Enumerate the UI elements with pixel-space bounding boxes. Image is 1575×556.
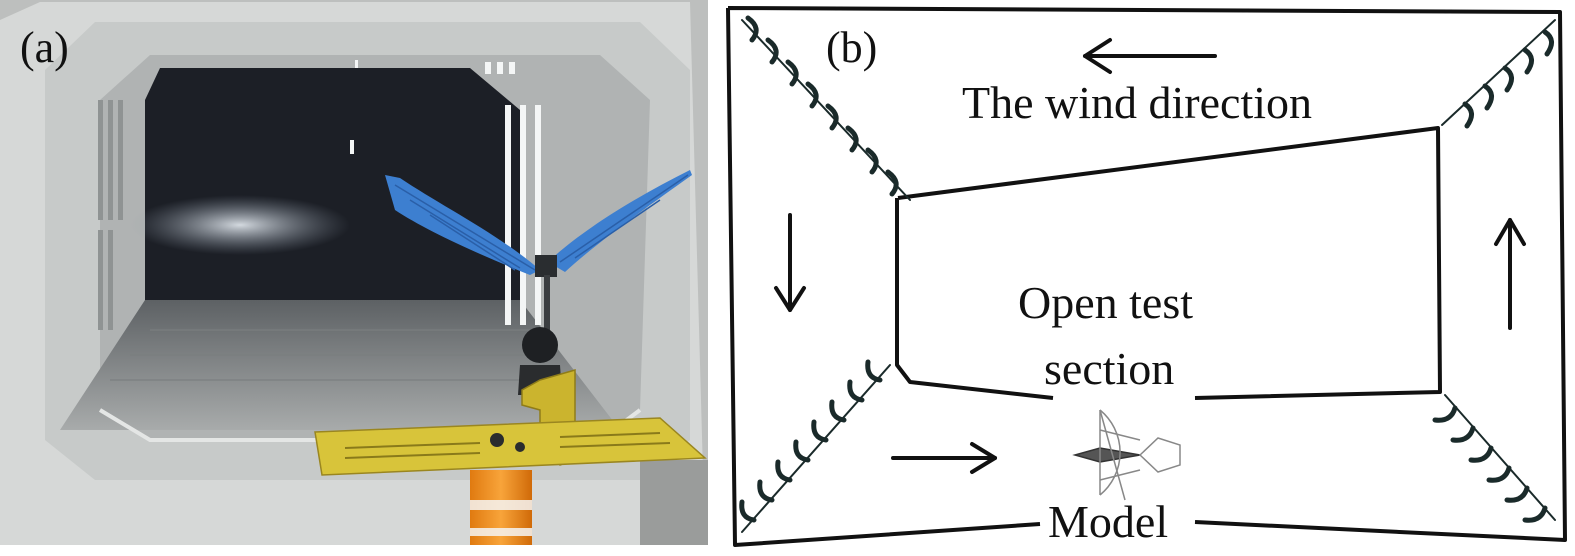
outer-duct xyxy=(726,6,1567,547)
turning-vanes-top-right xyxy=(1441,19,1556,129)
model-pictogram xyxy=(1072,409,1181,501)
test-rig xyxy=(314,369,707,545)
motor xyxy=(522,327,558,363)
wall-lights xyxy=(350,60,541,325)
plate-bolt xyxy=(515,442,525,452)
mount-plate xyxy=(314,417,707,476)
diagram-background xyxy=(713,0,1575,556)
model-rod xyxy=(544,275,550,335)
turning-vanes-bottom-right xyxy=(1432,394,1556,523)
room-right xyxy=(640,460,708,545)
tunnel-interior xyxy=(145,68,520,315)
plate-bolt xyxy=(490,433,504,447)
inner-loop xyxy=(895,126,1442,400)
panel-b-label: (b) xyxy=(826,23,877,72)
post-band xyxy=(470,500,532,510)
test-section-label-line2: section xyxy=(1044,343,1174,394)
interior-glow xyxy=(130,195,350,255)
wind-direction-label: The wind direction xyxy=(962,77,1312,128)
plate-slots xyxy=(344,432,671,459)
wall-slots xyxy=(98,100,123,330)
wing-hub xyxy=(535,255,557,277)
arrow-right-icon xyxy=(891,442,997,474)
post-band xyxy=(470,528,532,536)
left-wing-veins xyxy=(394,184,536,271)
model-wing-fan xyxy=(1099,409,1141,496)
arrow-up-icon xyxy=(1494,218,1526,330)
model-label: Model xyxy=(1048,496,1168,547)
turning-vanes-top-left xyxy=(741,15,911,201)
arrow-left-icon xyxy=(1083,38,1217,74)
turning-vanes-bottom-left xyxy=(739,359,891,533)
floor-grooves xyxy=(110,329,575,381)
flow-arrows xyxy=(774,38,1526,474)
right-wing-veins xyxy=(559,174,689,263)
model-tail xyxy=(1138,437,1181,473)
arrow-down-icon xyxy=(774,213,806,312)
test-section-label-line1: Open test xyxy=(1018,277,1193,328)
panel-b-diagram: (b) The wind direction Open test section… xyxy=(713,0,1575,556)
tunnel-floor xyxy=(60,300,620,430)
panel-a-photo: (a) xyxy=(0,0,708,545)
panel-a-label: (a) xyxy=(20,23,69,72)
